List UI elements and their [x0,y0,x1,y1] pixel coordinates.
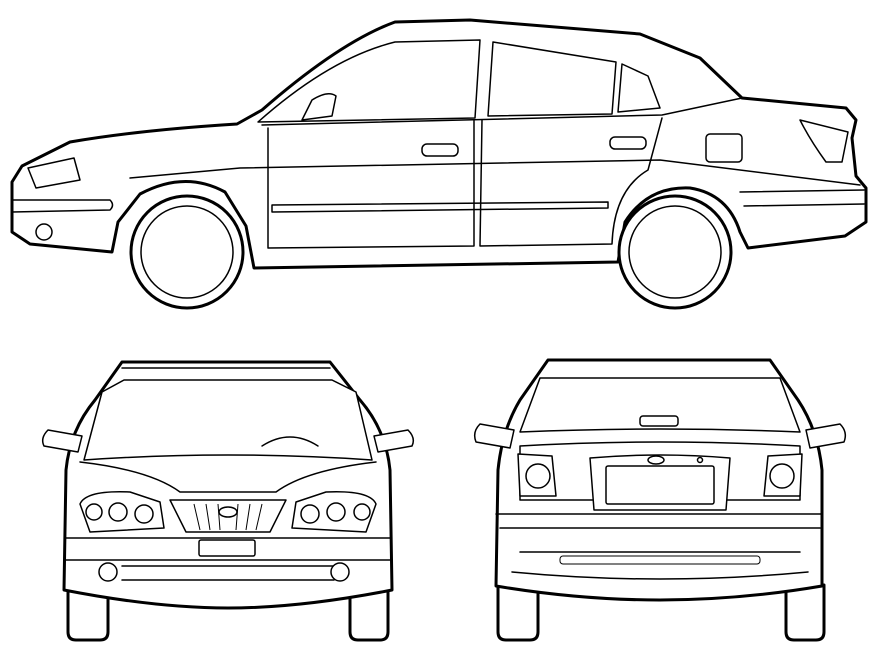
front-left-fog-light [98,562,118,582]
rear-window [519,377,801,433]
rear-right-tail-lamp [769,463,795,489]
rear-badge [647,455,665,465]
side-fog-light [35,223,53,241]
side-rear-wheel [628,205,722,299]
rear-left-mirror [473,423,515,449]
rear-keyhole [696,456,704,464]
side-tail-light [799,119,849,163]
front-license-plate [198,539,256,557]
front-left-tire [66,583,110,642]
front-lower-intake [121,565,335,581]
rear-bumper-reflector [559,555,761,565]
front-windshield [83,379,373,461]
rear-left-tail-lamp [525,463,551,489]
rear-view [473,358,847,642]
side-mirror [301,93,337,121]
side-quarter-window [617,63,661,113]
side-front-wheel [140,205,234,299]
front-grille-badge [218,506,238,518]
side-rear-door-handle [609,136,647,150]
front-left-mirror [41,429,83,453]
side-door-protector [271,201,609,213]
side-rear-window [487,41,617,117]
side-front-door-handle [421,143,459,157]
front-bumper-line [63,537,393,561]
side-view [10,18,868,310]
front-steering-wheel [261,436,319,447]
front-right-lamp-1 [353,503,371,521]
side-fuel-door [705,133,743,163]
side-front-bumper [11,199,114,213]
side-body-crease [129,159,861,186]
side-rear-door-line [479,117,663,247]
side-rear-bumper [739,189,865,207]
front-right-fog-light [330,562,350,582]
front-right-lamp-3 [300,504,320,524]
side-front-door-line [267,119,475,249]
side-front-window [257,39,481,123]
rear-bumper-line [495,513,823,580]
side-headlight [27,157,81,189]
rear-license-plate [605,465,715,505]
front-view [41,360,415,642]
front-right-tire [348,583,390,642]
side-belt-line [261,97,743,126]
rear-right-tire [784,583,826,642]
front-left-lamp-3 [134,504,154,524]
rear-right-mirror [805,423,847,449]
front-right-lamp-2 [326,502,346,522]
front-right-mirror [373,429,415,453]
rear-left-tire [496,583,540,642]
front-grille-slats [193,503,263,531]
front-hood-line [79,461,377,493]
front-left-lamp-1 [85,503,103,521]
rear-brake-light [639,415,679,427]
rear-trunk-lid [519,441,801,501]
front-left-lamp-2 [108,502,128,522]
